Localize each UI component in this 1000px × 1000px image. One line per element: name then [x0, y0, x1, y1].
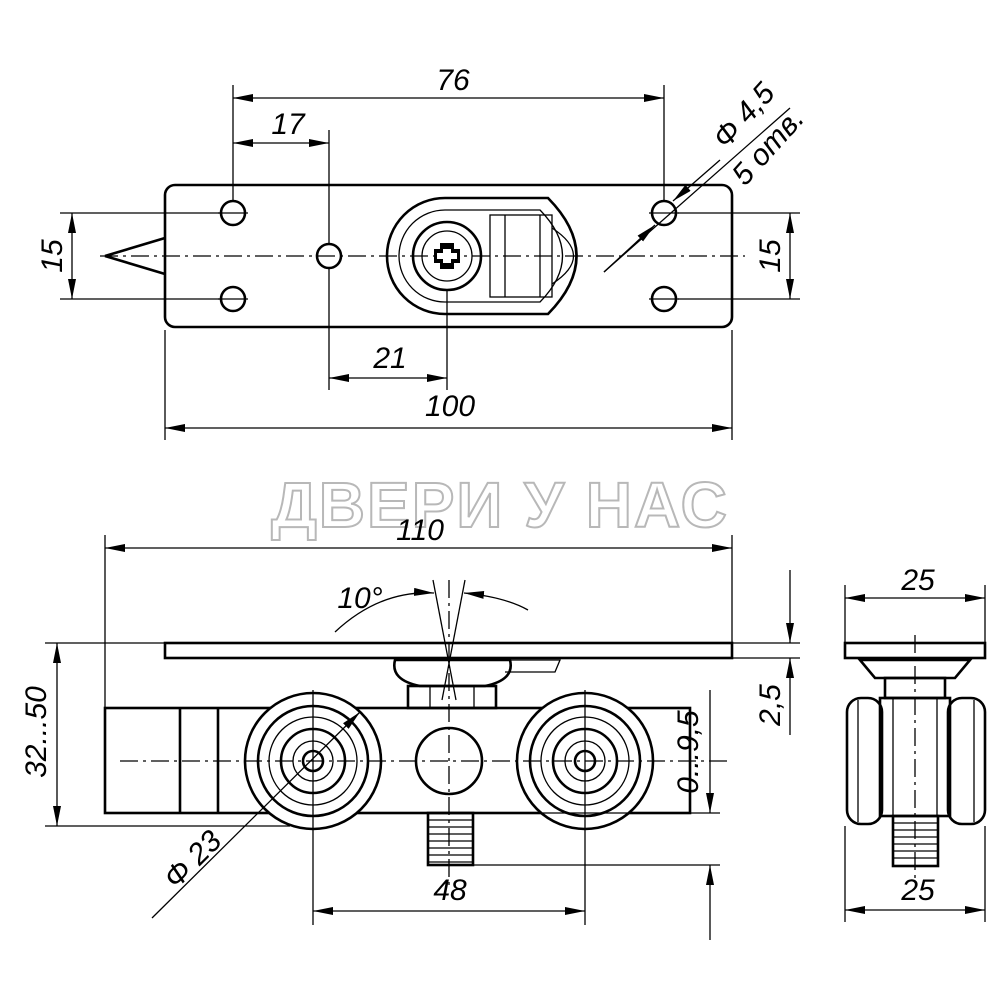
side-wheel-left: [845, 696, 884, 826]
dim-15-left-label: 15: [36, 239, 69, 273]
threaded-stud: [426, 811, 475, 867]
mounting-holes: [218, 199, 679, 313]
dim-110-label: 110: [396, 514, 444, 547]
dim-48-label: 48: [433, 874, 467, 907]
dim-21-label: 21: [372, 342, 406, 375]
dim-15-right-label: 15: [754, 239, 787, 273]
adjuster-assembly: [385, 196, 578, 316]
dim-top-25-label: 25: [900, 564, 935, 597]
nut: [406, 684, 498, 710]
dim-diameter-label: Φ 23: [158, 824, 229, 895]
watermark: ДВЕРИ У НАС: [271, 469, 729, 541]
dim-bottom-25-label: 25: [900, 874, 935, 907]
wedge-pointer: [104, 236, 166, 276]
dim-plate-label: 2,5: [754, 684, 787, 727]
dim-76-label: 76: [436, 64, 470, 97]
dim-17-label: 17: [271, 108, 306, 141]
dim-angle-label: 10°: [337, 582, 382, 615]
dim-height-label: 32...50: [20, 686, 53, 778]
dim-adjust-label: 0...9,5: [672, 710, 705, 794]
top-view: 76 17 Φ 4,5 5 отв. 15 15 21: [36, 64, 811, 440]
front-view: 110 10° 32...50 Φ 23 48 0...9,5: [20, 514, 800, 940]
side-view: 25 25: [843, 564, 987, 922]
side-wheel-right: [946, 696, 987, 826]
dim-100-label: 100: [425, 390, 475, 423]
